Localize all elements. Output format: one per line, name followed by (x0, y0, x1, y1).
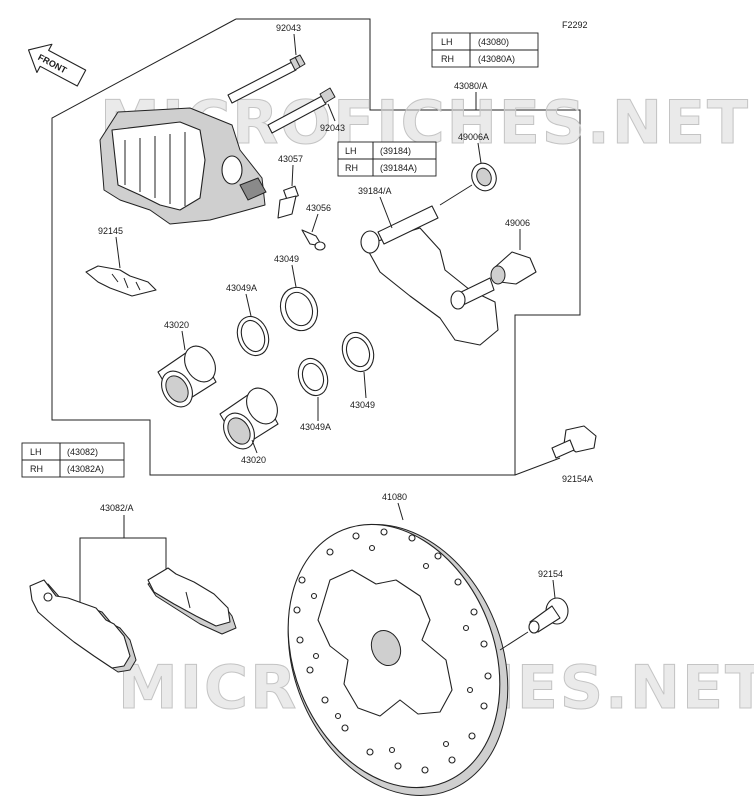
callout-92154: 92154 (538, 569, 563, 579)
pad-spring-92145 (85, 265, 157, 297)
bracket-lh-side: LH (345, 146, 357, 156)
pads-lh-part: (43082) (67, 447, 98, 457)
caliper-lh-side: LH (441, 37, 453, 47)
callout-43049a-bottom: 43049A (300, 422, 331, 432)
piston-43020-bottom (219, 387, 279, 450)
seal-43049-bottom (341, 331, 375, 373)
callout-41080: 41080 (382, 492, 407, 502)
pin-92043-mid (267, 87, 336, 134)
caliper-bracket-39184a (360, 205, 499, 346)
bolt-92154 (528, 597, 569, 634)
callout-49006a: 49006A (458, 132, 489, 142)
front-arrow-icon: FRONT (27, 43, 87, 87)
bracket-rh-side: RH (345, 163, 358, 173)
bracket-lh-part: (39184) (380, 146, 411, 156)
caliper-assembly-outline (51, 18, 581, 476)
brake-disc-41080 (287, 523, 509, 797)
bracket-rh-part: (39184A) (380, 163, 417, 173)
bracket-variant-table: LH (39184) RH (39184A) (337, 141, 437, 177)
caliper-body (99, 107, 267, 225)
boot-49006 (490, 251, 537, 285)
piston-43020-top (157, 345, 217, 408)
seal-43049a-top (236, 315, 270, 357)
seal-43049a-bottom (297, 357, 329, 397)
caliper-rh-part: (43080A) (478, 54, 515, 64)
callout-43020-bottom: 43020 (241, 455, 266, 465)
callout-43057: 43057 (278, 154, 303, 164)
caliper-variant-table: LH (43080) RH (43080A) (431, 32, 539, 68)
callout-49006: 49006 (505, 218, 530, 228)
bolt-92154a (551, 425, 597, 459)
callout-39184a: 39184/A (358, 186, 392, 196)
bleeder-43057 (277, 185, 299, 219)
callout-92154a: 92154A (562, 474, 593, 484)
callout-43056: 43056 (306, 203, 331, 213)
figure-code: F2292 (562, 20, 588, 30)
pads-variant-table: LH (43082) RH (43082A) (21, 442, 125, 478)
callout-92043-top: 92043 (276, 23, 301, 33)
boot-49006a (471, 162, 497, 192)
caliper-lh-part: (43080) (478, 37, 509, 47)
brake-pad-left (29, 579, 137, 673)
pads-rh-part: (43082A) (67, 464, 104, 474)
callout-43049-top: 43049 (274, 254, 299, 264)
pads-lh-side: LH (30, 447, 42, 457)
callout-43049a-top: 43049A (226, 283, 257, 293)
brake-pad-right (147, 567, 237, 635)
caliper-rh-side: RH (441, 54, 454, 64)
pin-92043-top (227, 54, 306, 104)
callout-92145: 92145 (98, 226, 123, 236)
callout-43049-bottom: 43049 (350, 400, 375, 410)
seal-43049-top (279, 286, 319, 332)
callout-92043-mid: 92043 (320, 123, 345, 133)
callout-43082a: 43082/A (100, 503, 134, 513)
callout-43080a: 43080/A (454, 81, 488, 91)
pads-rh-side: RH (30, 464, 43, 474)
bleeder-43056 (301, 229, 326, 251)
callout-43020-top: 43020 (164, 320, 189, 330)
